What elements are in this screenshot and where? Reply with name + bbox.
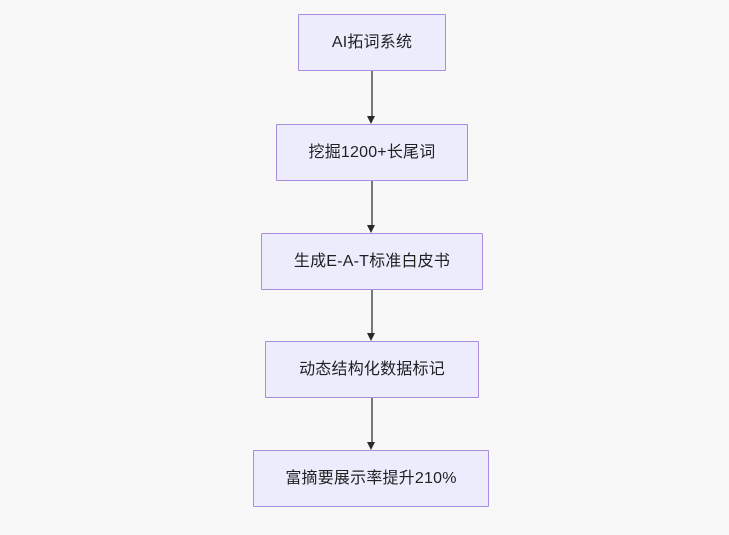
arrowhead-icon bbox=[367, 225, 375, 233]
edge-line bbox=[370, 290, 373, 334]
flow-edge-n3-n4 bbox=[367, 290, 376, 341]
flow-node-rich-snippet-impression-lift[interactable]: 富摘要展示率提升210% bbox=[253, 450, 489, 507]
flow-node-label: 生成E-A-T标准白皮书 bbox=[293, 252, 451, 270]
arrowhead-icon bbox=[367, 442, 375, 450]
edge-line bbox=[370, 71, 373, 117]
flow-node-label: AI拓词系统 bbox=[331, 33, 413, 51]
flow-node-label: 动态结构化数据标记 bbox=[299, 360, 445, 378]
arrowhead-icon bbox=[367, 116, 375, 124]
flow-edge-n2-n3 bbox=[367, 181, 376, 233]
flow-node-generate-eat-whitepaper[interactable]: 生成E-A-T标准白皮书 bbox=[261, 233, 483, 290]
edge-line bbox=[370, 181, 373, 226]
flow-edge-n4-n5 bbox=[367, 398, 376, 450]
flow-node-mine-longtail-keywords[interactable]: 挖掘1200+长尾词 bbox=[276, 124, 468, 181]
flow-node-ai-keyword-system[interactable]: AI拓词系统 bbox=[298, 14, 446, 71]
flow-node-label: 挖掘1200+长尾词 bbox=[308, 143, 436, 161]
flow-node-label: 富摘要展示率提升210% bbox=[285, 469, 457, 487]
flow-node-dynamic-structured-data-markup[interactable]: 动态结构化数据标记 bbox=[265, 341, 479, 398]
flow-edge-n1-n2 bbox=[367, 71, 376, 124]
arrowhead-icon bbox=[367, 333, 375, 341]
edge-line bbox=[370, 398, 373, 443]
